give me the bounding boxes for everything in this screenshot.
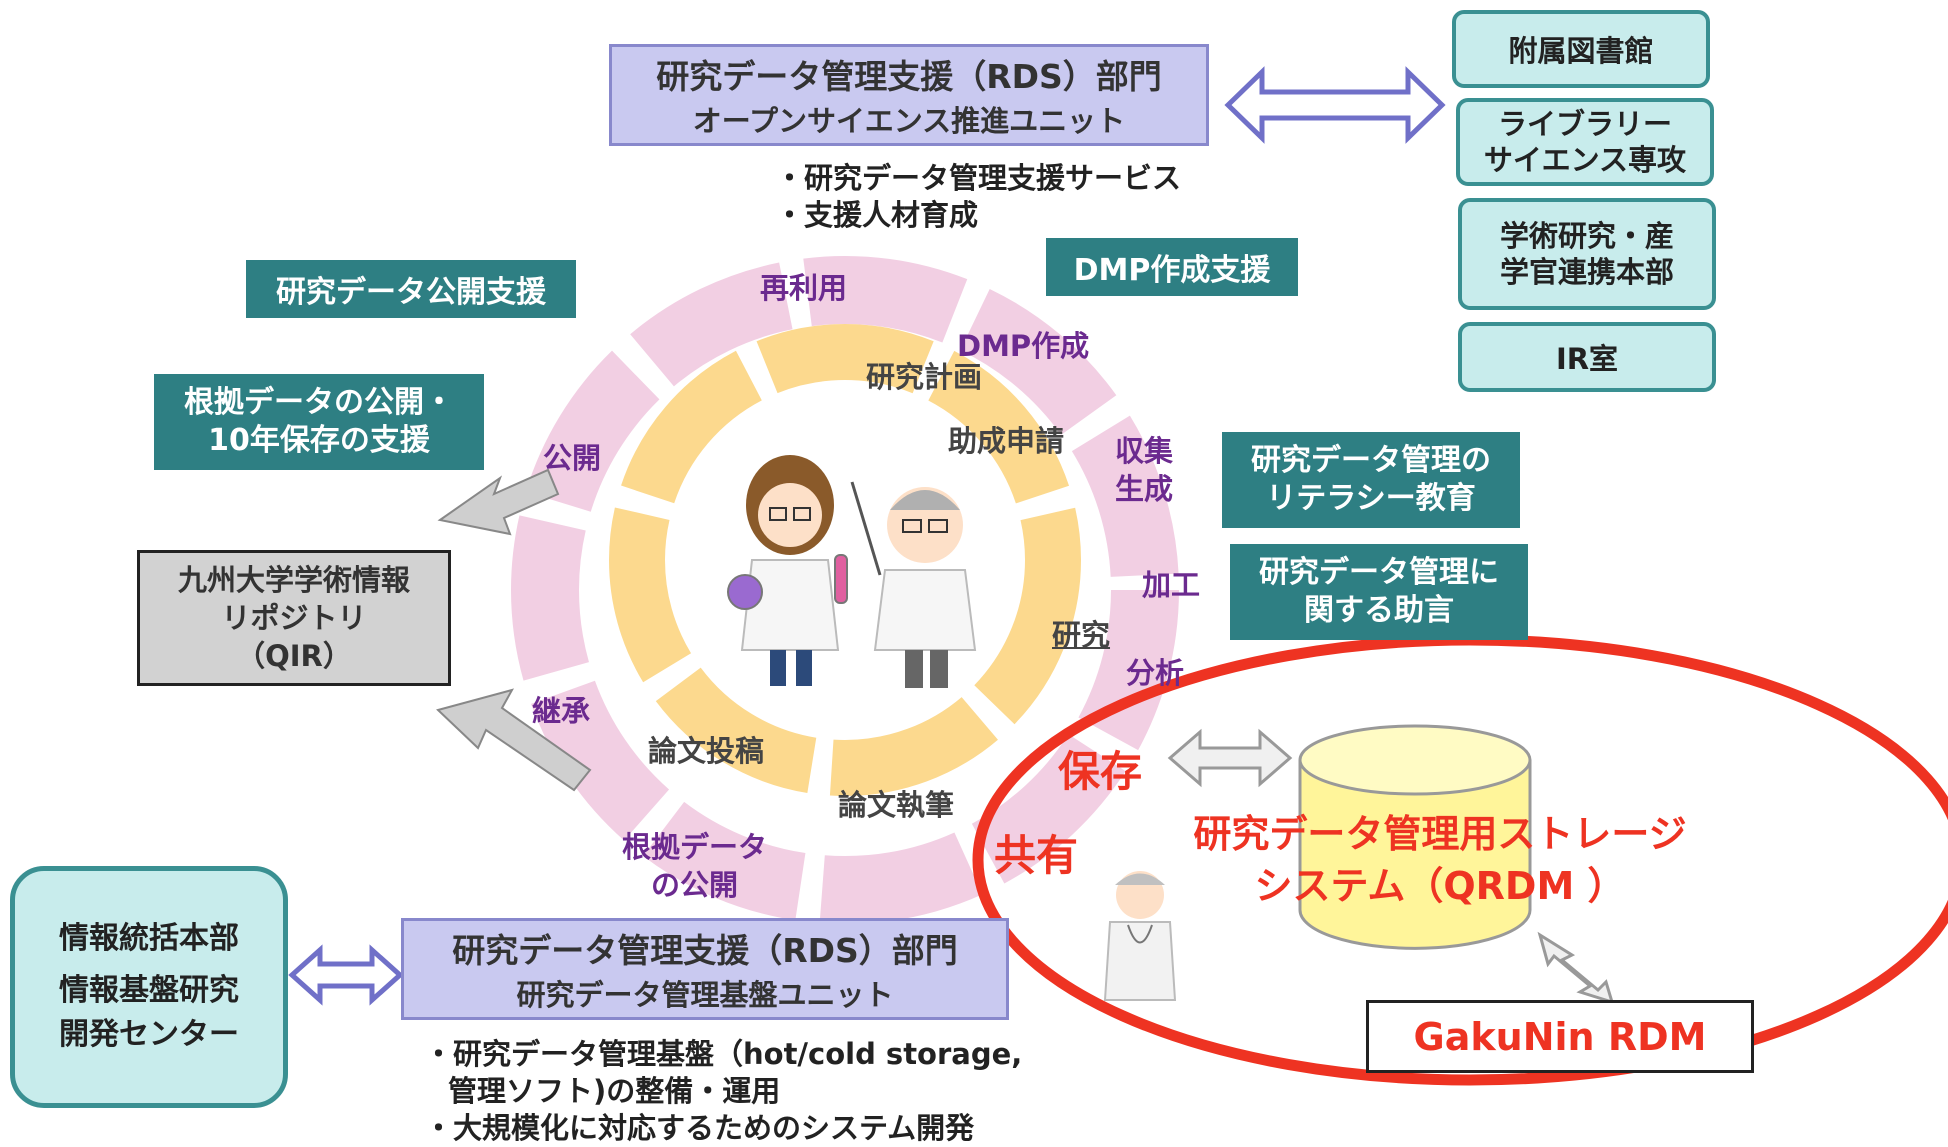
cycle-collect: 収集 生成 — [1115, 434, 1174, 506]
top-double-arrow — [1224, 66, 1446, 144]
gakunin-rdm-box: GakuNin RDM — [1366, 1000, 1754, 1073]
storage-cylinder-body — [1298, 760, 1532, 950]
rds-top-bullets: ・研究データ管理支援サービス ・支援人材育成 — [775, 160, 1181, 234]
rds-bottom-title: 研究データ管理支援（RDS）部門 — [452, 931, 958, 970]
cycle-store: 保存 — [1058, 747, 1143, 796]
support-advice: 研究データ管理に 関する助言 — [1230, 544, 1528, 640]
cycle-inherit: 継承 — [532, 694, 591, 728]
rds-bottom-bullet: ・研究データ管理基盤（hot/cold storage, — [424, 1037, 1023, 1071]
storage-cylinder-top — [1298, 724, 1532, 796]
rds-top-bullet: ・支援人材育成 — [775, 198, 979, 232]
cycle-dmp-create: DMP作成 — [957, 329, 1090, 363]
inner-research: 研究 — [1052, 618, 1111, 652]
inner-writing: 論文執筆 — [838, 788, 955, 822]
storage-double-arrow — [1167, 728, 1293, 788]
grey-arrow-lower — [436, 688, 592, 792]
cycle-evidence-publish: 根拠データ の公開 — [622, 830, 768, 902]
partner-library: 附属図書館 — [1452, 10, 1710, 88]
rds-bottom-subtitle: 研究データ管理基盤ユニット — [516, 978, 894, 1012]
highlight-ellipse — [972, 634, 1948, 1086]
male-researcher-illustration — [850, 481, 977, 688]
rds-bottom-bullets: ・研究データ管理基盤（hot/cold storage, 管理ソフト)の整備・運… — [424, 1036, 1022, 1147]
partner-library-science: ライブラリー サイエンス専攻 — [1456, 98, 1714, 186]
cycle-share: 共有 — [994, 831, 1079, 880]
inner-grant: 助成申請 — [948, 424, 1065, 458]
gakunin-double-arrow — [1537, 931, 1615, 1005]
rds-top-bullet: ・研究データ管理支援サービス — [775, 161, 1182, 195]
female-researcher-illustration — [727, 455, 848, 686]
qrdm-label: 研究データ管理用ストレージ システム（QRDM ） — [1193, 812, 1687, 908]
support-publish: 研究データ公開支援 — [246, 260, 576, 318]
support-literacy: 研究データ管理の リテラシー教育 — [1222, 432, 1520, 528]
cycle-reuse: 再利用 — [760, 271, 848, 305]
doctor-illustration — [1103, 871, 1177, 1001]
info-center-line: 情報統括本部 — [59, 921, 239, 956]
info-center-line: 情報基盤研究 — [59, 973, 239, 1008]
cycle-process: 加工 — [1142, 568, 1201, 602]
grey-arrow-upper — [437, 468, 560, 536]
rds-top-title: 研究データ管理支援（RDS）部門 — [656, 57, 1162, 96]
inner-cycle-ring — [609, 324, 1081, 796]
support-dmp: DMP作成支援 — [1046, 238, 1298, 296]
cycle-publish: 公開 — [543, 441, 602, 475]
inner-plan: 研究計画 — [866, 360, 983, 394]
rds-top-box: 研究データ管理支援（RDS）部門 オープンサイエンス推進ユニット — [609, 44, 1209, 146]
cycle-analyze: 分析 — [1126, 656, 1185, 690]
info-center-box: 情報統括本部 情報基盤研究 開発センター — [10, 866, 288, 1108]
partner-ir-office: IR室 — [1458, 322, 1716, 392]
bottom-double-arrow — [288, 944, 404, 1006]
qir-box: 九州大学学術情報 リポジトリ （QIR） — [137, 550, 451, 686]
inner-submit: 論文投稿 — [648, 734, 765, 768]
support-evidence: 根拠データの公開・ 10年保存の支援 — [154, 374, 484, 470]
rds-bottom-box: 研究データ管理支援（RDS）部門 研究データ管理基盤ユニット — [401, 918, 1009, 1020]
info-center-line: 開発センター — [59, 1017, 239, 1052]
rds-bottom-bullet: ・大規模化に対応するためのシステム開発 — [424, 1111, 975, 1145]
rds-top-subtitle: オープンサイエンス推進ユニット — [692, 104, 1126, 138]
outer-cycle-ring — [511, 256, 1179, 924]
partner-research-office: 学術研究・産 学官連携本部 — [1458, 198, 1716, 310]
rds-bottom-bullet: 管理ソフト)の整備・運用 — [448, 1074, 781, 1108]
